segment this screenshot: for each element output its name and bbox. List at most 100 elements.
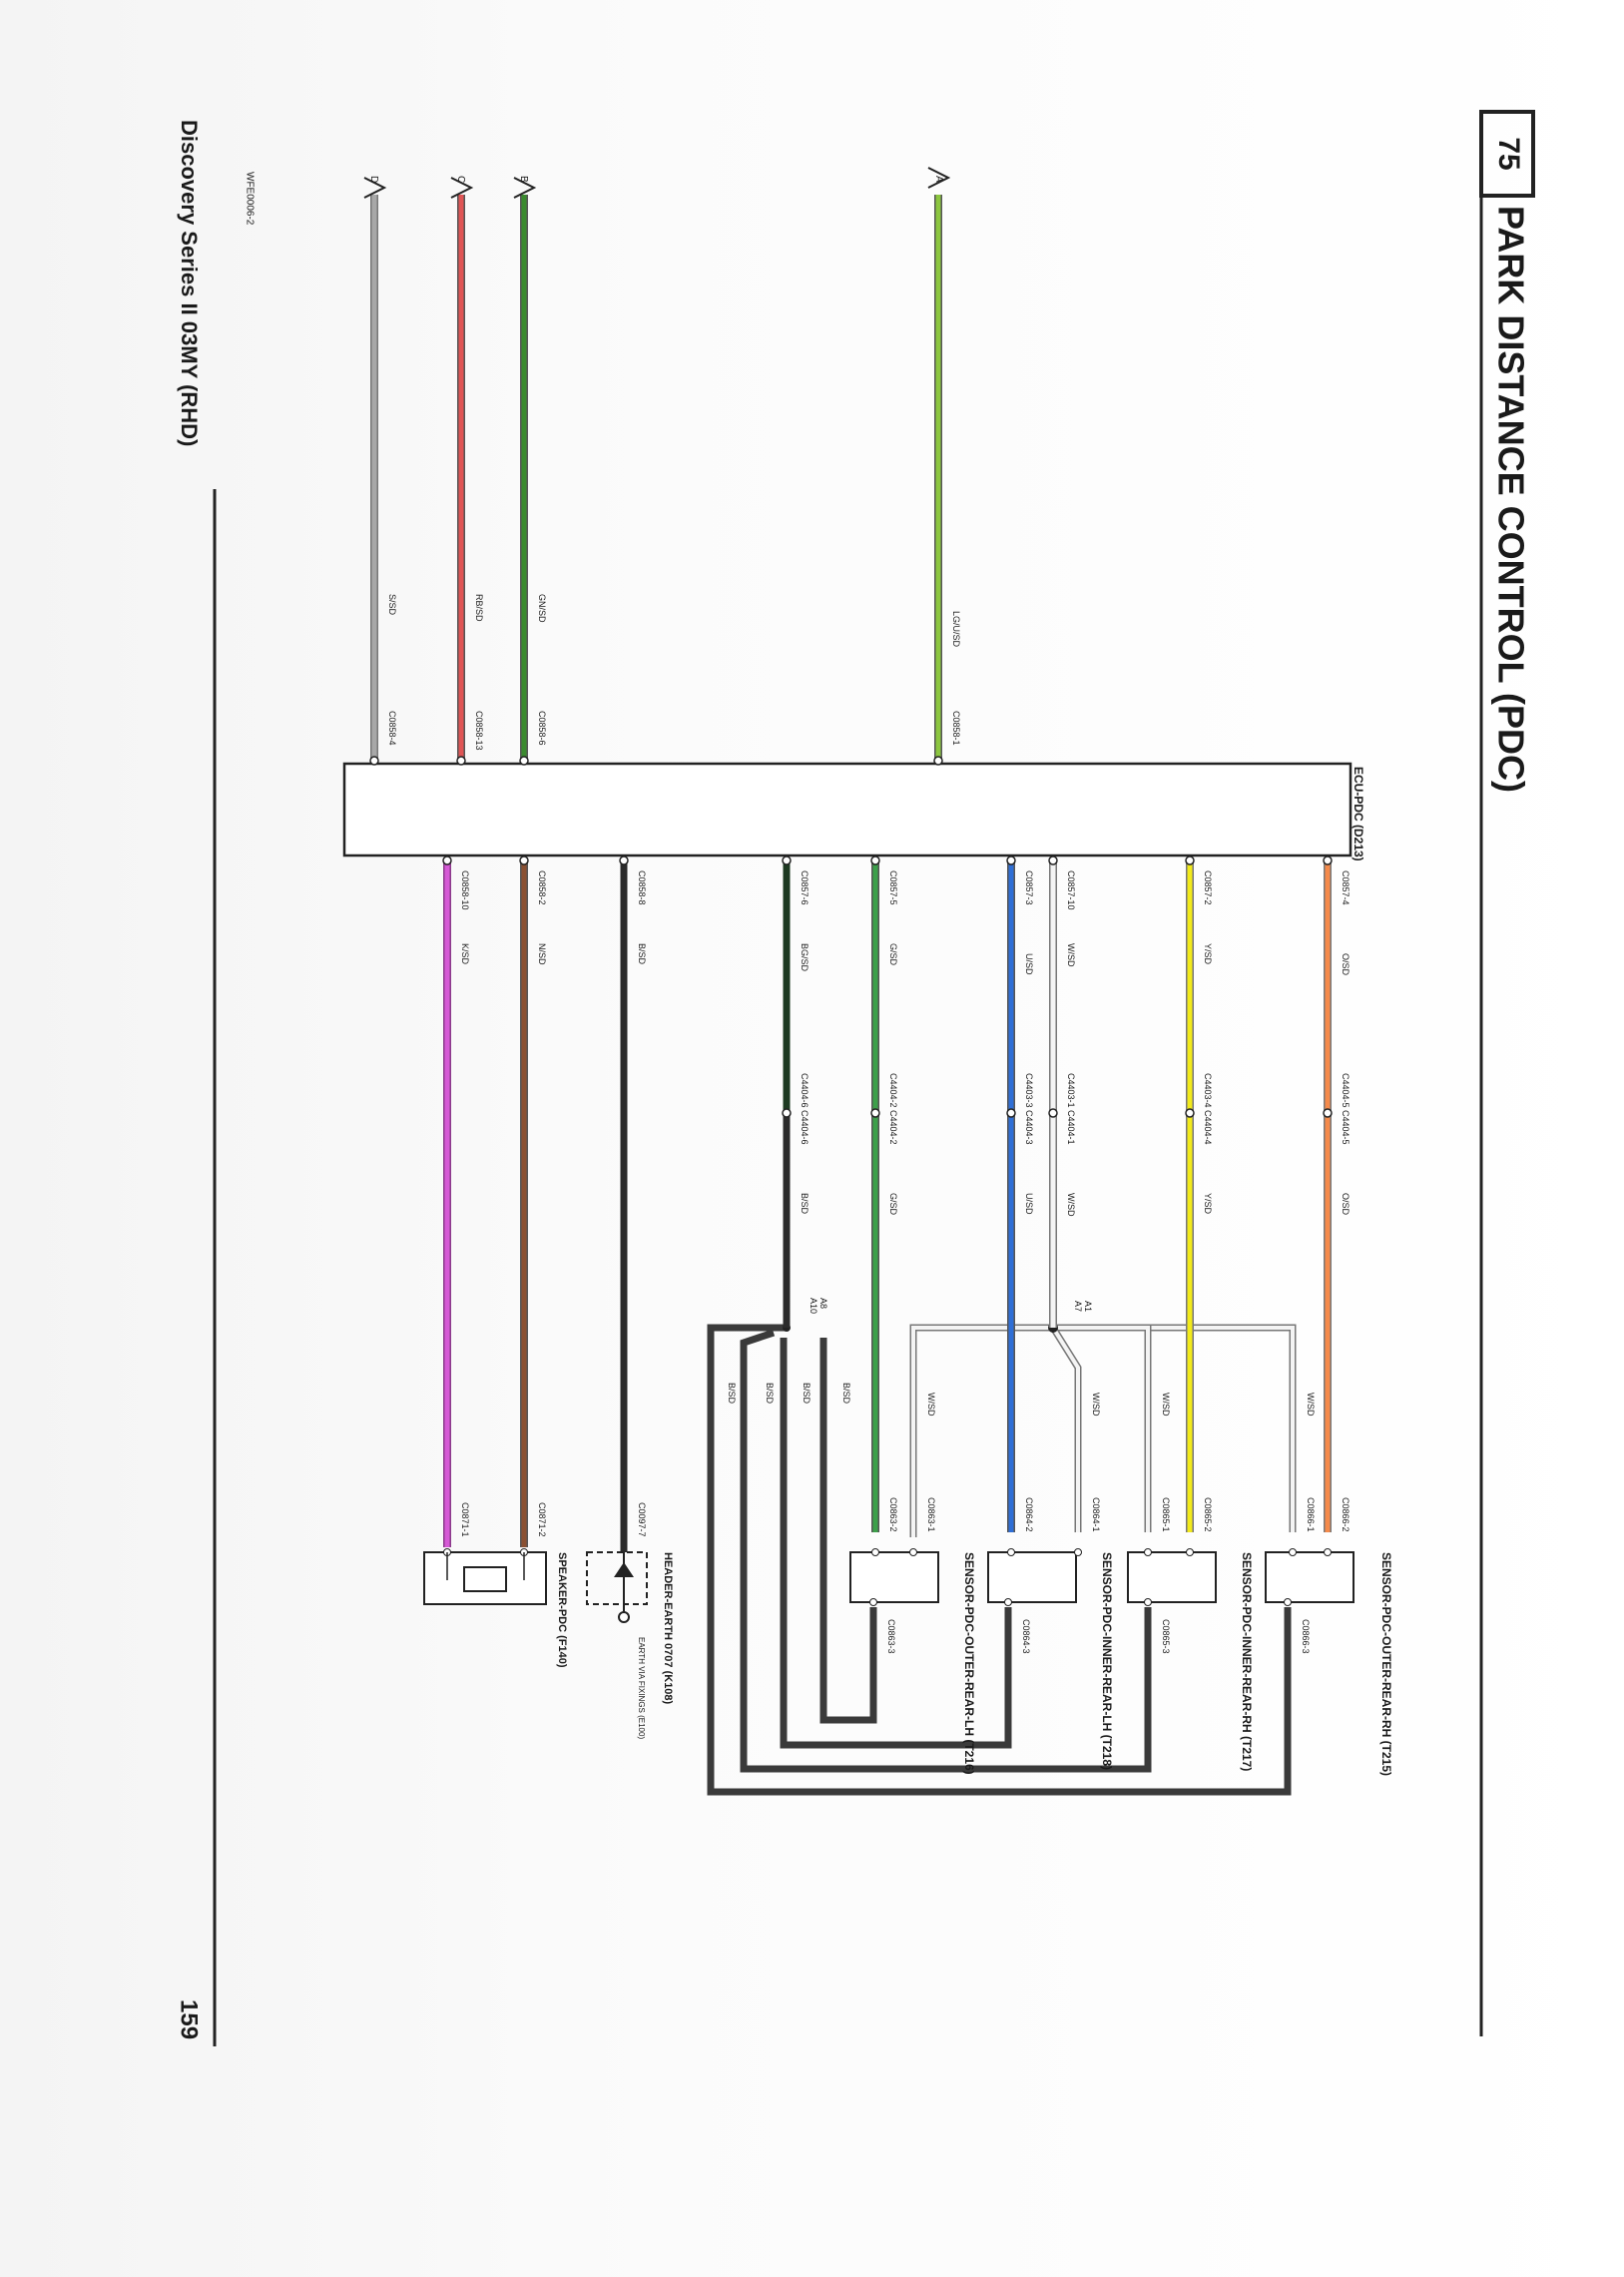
speaker-icon bbox=[463, 1566, 507, 1592]
connector-label: C0864-1 bbox=[1091, 1497, 1101, 1532]
sensor-inner-rear-rh: C0865-2 C0865-1 C0865-3 SENSOR-PDC-INNER… bbox=[1127, 1497, 1254, 1771]
splice-label-a1: A1 bbox=[1083, 1301, 1093, 1312]
wire-label: LG/U/SD bbox=[951, 611, 961, 648]
connector-label: C0097-7 bbox=[637, 1502, 647, 1537]
wire-label: B/SD bbox=[800, 1193, 810, 1215]
ground-wire-label: B/SD bbox=[765, 1383, 775, 1405]
wire-yellow: C0857-2 Y/SD C4403-4 C4404-4 Y/SD bbox=[1185, 855, 1213, 1532]
connector-label: C0866-2 bbox=[1341, 1497, 1351, 1532]
splice-label-a10: A10 bbox=[809, 1298, 818, 1314]
connector-label: C0865-2 bbox=[1203, 1497, 1213, 1532]
wire-label: S/SD bbox=[387, 594, 397, 616]
wire-label: O/SD bbox=[1341, 1193, 1351, 1216]
connector-label: C0866-1 bbox=[1306, 1497, 1316, 1532]
wire-label: U/SD bbox=[1024, 1193, 1034, 1215]
connector-label: C0857-3 bbox=[1024, 870, 1034, 905]
wire-label: O/SD bbox=[1341, 953, 1351, 976]
connector-label: C0858-13 bbox=[474, 711, 484, 751]
sensor-inner-rear-lh: C0864-1 C0864-2 C0864-3 SENSOR-PDC-INNER… bbox=[987, 1497, 1114, 1770]
connector-label: C0864-2 bbox=[1024, 1497, 1034, 1532]
ground-harness: A8 A10 B/SD B/SD B/SD B/SD bbox=[707, 1298, 1292, 1796]
link-label-d: D bbox=[368, 176, 379, 183]
wire-label: Y/SD bbox=[1203, 1193, 1213, 1215]
wire-label: K/SD bbox=[460, 943, 470, 965]
wire-label: B/SD bbox=[637, 943, 647, 965]
wire-label: W/SD bbox=[1161, 1393, 1171, 1417]
wire-green: C0857-5 G/SD C4404-2 C4404-2 G/SD bbox=[870, 855, 898, 1532]
sensor-label: SENSOR-PDC-INNER-REAR-LH (T218) bbox=[1100, 1552, 1114, 1770]
drawing-reference: WFE0006-2 bbox=[244, 172, 255, 226]
connector-label: C0857-6 bbox=[800, 870, 810, 905]
splice-connector-label: C4404-5 C4404-5 bbox=[1341, 1073, 1351, 1145]
connector-label: C0863-3 bbox=[886, 1619, 896, 1654]
wire-label: G/SD bbox=[888, 1193, 898, 1216]
section-number: 75 bbox=[1492, 137, 1525, 170]
link-arrow-d-icon bbox=[363, 177, 387, 199]
connector-label: C0858-2 bbox=[537, 870, 547, 905]
left-wire-lg-u: A LG/U/SD C0858-1 bbox=[927, 167, 961, 766]
wire-label: W/SD bbox=[926, 1393, 936, 1417]
connector-label: C0863-1 bbox=[926, 1497, 936, 1532]
connector-label: C0857-2 bbox=[1203, 870, 1213, 905]
earth-arrow-icon bbox=[614, 1562, 634, 1577]
wire-label: N/SD bbox=[537, 943, 547, 965]
earth-stud-icon bbox=[618, 1611, 630, 1623]
wire-label: W/SD bbox=[1066, 1193, 1076, 1217]
wire-label: W/SD bbox=[1066, 943, 1076, 967]
wire-label: BG/SD bbox=[800, 943, 810, 972]
connector-label: C0865-1 bbox=[1161, 1497, 1171, 1532]
wire-label: GN/SD bbox=[537, 594, 547, 623]
wire-pink: C0858-10 K/SD C0871-1 bbox=[442, 855, 470, 1547]
left-wire-gn: B GN/SD C0858-6 bbox=[513, 176, 547, 766]
wire-label: U/SD bbox=[1024, 953, 1034, 975]
sensor-label: SENSOR-PDC-OUTER-REAR-LH (T216) bbox=[962, 1552, 976, 1775]
link-arrow-b-icon bbox=[513, 177, 537, 199]
white-splice-harness: A1 A7 bbox=[909, 1301, 1297, 1537]
connector-label: C0858-1 bbox=[951, 711, 961, 746]
speaker-pdc: SPEAKER-PDC (F140) bbox=[423, 1548, 568, 1668]
splice-connector-label: C4404-2 C4404-2 bbox=[888, 1073, 898, 1145]
connector-label: C0857-10 bbox=[1066, 870, 1076, 910]
speaker-label: SPEAKER-PDC (F140) bbox=[556, 1552, 568, 1668]
link-label-b: B bbox=[518, 176, 529, 183]
sensor-outer-rear-lh: C0863-2 C0863-1 C0863-3 SENSOR-PDC-OUTER… bbox=[849, 1497, 976, 1775]
wire-blue: C0857-3 U/SD C4403-3 C4404-3 U/SD bbox=[1006, 855, 1034, 1532]
wire-label: RB/SD bbox=[474, 594, 484, 622]
footer-vehicle: Discovery Series II 03MY (RHD) bbox=[177, 120, 202, 446]
splice-connector-label: C4404-6 C4404-6 bbox=[800, 1073, 810, 1145]
connector-label: C0863-2 bbox=[888, 1497, 898, 1532]
splice-connector-label: C4403-1 C4404-1 bbox=[1066, 1073, 1076, 1145]
connector-label: C0857-4 bbox=[1341, 870, 1351, 905]
sensor-label: SENSOR-PDC-INNER-REAR-RH (T217) bbox=[1240, 1552, 1254, 1771]
connector-label: C0858-10 bbox=[460, 870, 470, 910]
link-arrow-a-icon bbox=[927, 167, 951, 189]
ground-wire-label: B/SD bbox=[802, 1383, 812, 1405]
wire-label: W/SD bbox=[1306, 1393, 1316, 1417]
footer-page-number: 159 bbox=[176, 1999, 203, 2039]
wire-label: G/SD bbox=[888, 943, 898, 966]
page-title: PARK DISTANCE CONTROL (PDC) bbox=[1490, 206, 1531, 793]
splice-connector-label: C4403-4 C4404-4 bbox=[1203, 1073, 1213, 1145]
wire-dark-green-black: C0857-6 BG/SD C4404-6 C4404-6 B/SD bbox=[782, 855, 810, 1328]
connector-label: C0865-3 bbox=[1161, 1619, 1171, 1654]
left-wire-s: D S/SD C0858-4 bbox=[363, 176, 397, 766]
ground-wire-label: B/SD bbox=[727, 1383, 737, 1405]
header-earth: HEADER-EARTH 0707 (K108) EARTH VIA FIXIN… bbox=[586, 1551, 674, 1739]
ground-wire-label: B/SD bbox=[841, 1383, 851, 1405]
connector-label: C0871-1 bbox=[460, 1502, 470, 1537]
connector-label: C0858-6 bbox=[537, 711, 547, 746]
earth-note: EARTH VIA FIXINGS (E100) bbox=[637, 1637, 646, 1739]
connector-label: C0866-3 bbox=[1301, 1619, 1311, 1654]
sensor-label: SENSOR-PDC-OUTER-REAR-RH (T215) bbox=[1379, 1552, 1393, 1776]
left-wire-rb: C RB/SD C0858-13 bbox=[450, 176, 484, 766]
wire-label: Y/SD bbox=[1203, 943, 1213, 965]
earth-label: HEADER-EARTH 0707 (K108) bbox=[662, 1552, 674, 1705]
connector-label: C0864-3 bbox=[1021, 1619, 1031, 1654]
wire-brown: C0858-2 N/SD C0871-2 bbox=[519, 855, 547, 1547]
connector-label: C0857-5 bbox=[888, 870, 898, 905]
sensor-outer-rear-rh: C0866-2 C0866-1 C0866-3 SENSOR-PDC-OUTER… bbox=[1265, 1497, 1393, 1776]
ecu-pdc-box bbox=[342, 762, 1353, 857]
splice-connector-label: C4403-3 C4404-3 bbox=[1024, 1073, 1034, 1145]
